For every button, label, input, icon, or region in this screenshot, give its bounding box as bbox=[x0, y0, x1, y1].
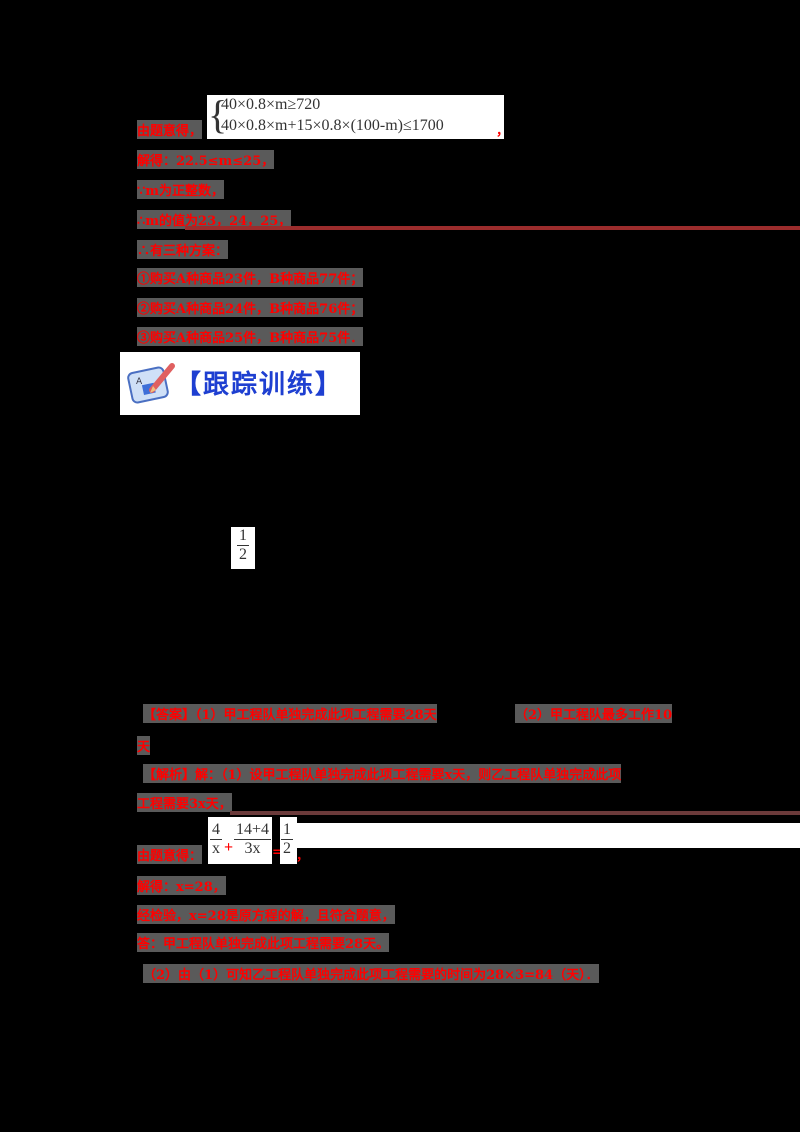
conclusion: 答：甲工程队单独完成此项工程需要28天。 bbox=[137, 933, 390, 952]
answer-line-1: 【答案】（1）甲工程队单独完成此项工程需要28天 bbox=[143, 704, 437, 723]
inequality-system: { 40×0.8×m≥720 40×0.8×m+15×0.8×(100-m)≤1… bbox=[207, 92, 504, 139]
option-2: ②购买A种商品24件，B种商品76件； bbox=[137, 298, 364, 317]
equals-sign: = bbox=[272, 845, 283, 860]
intro-label: 由题意得， bbox=[137, 120, 203, 139]
divider-line bbox=[185, 226, 800, 230]
solve-range: 解得：22.5≤m≤25， bbox=[137, 150, 275, 169]
brace: { bbox=[208, 92, 228, 137]
system-trail: ， bbox=[496, 124, 510, 139]
m-values: ∴m的值为23，24，25， bbox=[137, 210, 292, 229]
option-1: ①购买A种商品23件，B种商品77件； bbox=[137, 268, 364, 287]
answer-line-1b: （2）甲工程队最多工作10 bbox=[515, 704, 673, 723]
inequality-1: 40×0.8×m≥720 bbox=[221, 96, 321, 113]
answer-line-2: 天 bbox=[137, 736, 151, 755]
pencil-paper-icon: A bbox=[127, 363, 175, 404]
equation-white-band bbox=[297, 823, 800, 848]
divider-line-2 bbox=[230, 811, 800, 815]
option-3: ③购买A种商品25件，B种商品75件． bbox=[137, 327, 364, 346]
svg-text:A: A bbox=[136, 377, 143, 387]
analysis-line-2: 工程需要3x天， bbox=[137, 793, 232, 812]
solve-x: 解得：x=28， bbox=[137, 876, 226, 895]
check-solution: 经检验，x=28是原方程的解，且符合题意， bbox=[137, 905, 395, 924]
equation-trail: ， bbox=[296, 849, 310, 864]
integer-condition: ∵m为正整数， bbox=[137, 180, 225, 199]
banner-title: 【跟踪训练】 bbox=[175, 370, 344, 400]
tracking-training-banner: A 【跟踪训练】 bbox=[120, 352, 360, 415]
inequality-2: 40×0.8×m+15×0.8×(100-m)≤1700 bbox=[221, 117, 444, 134]
part-2: （2）由（1）可知乙工程队单独完成此项工程需要的时间为28×3=84（天）． bbox=[143, 964, 599, 983]
equation-label: 由题意得： bbox=[137, 845, 203, 864]
schemes-count: ∴有三种方案： bbox=[137, 240, 229, 259]
analysis-line-1: 【解析】解：（1）设甲工程队单独完成此项工程需要x天，则乙工程队单独完成此项 bbox=[143, 764, 622, 783]
